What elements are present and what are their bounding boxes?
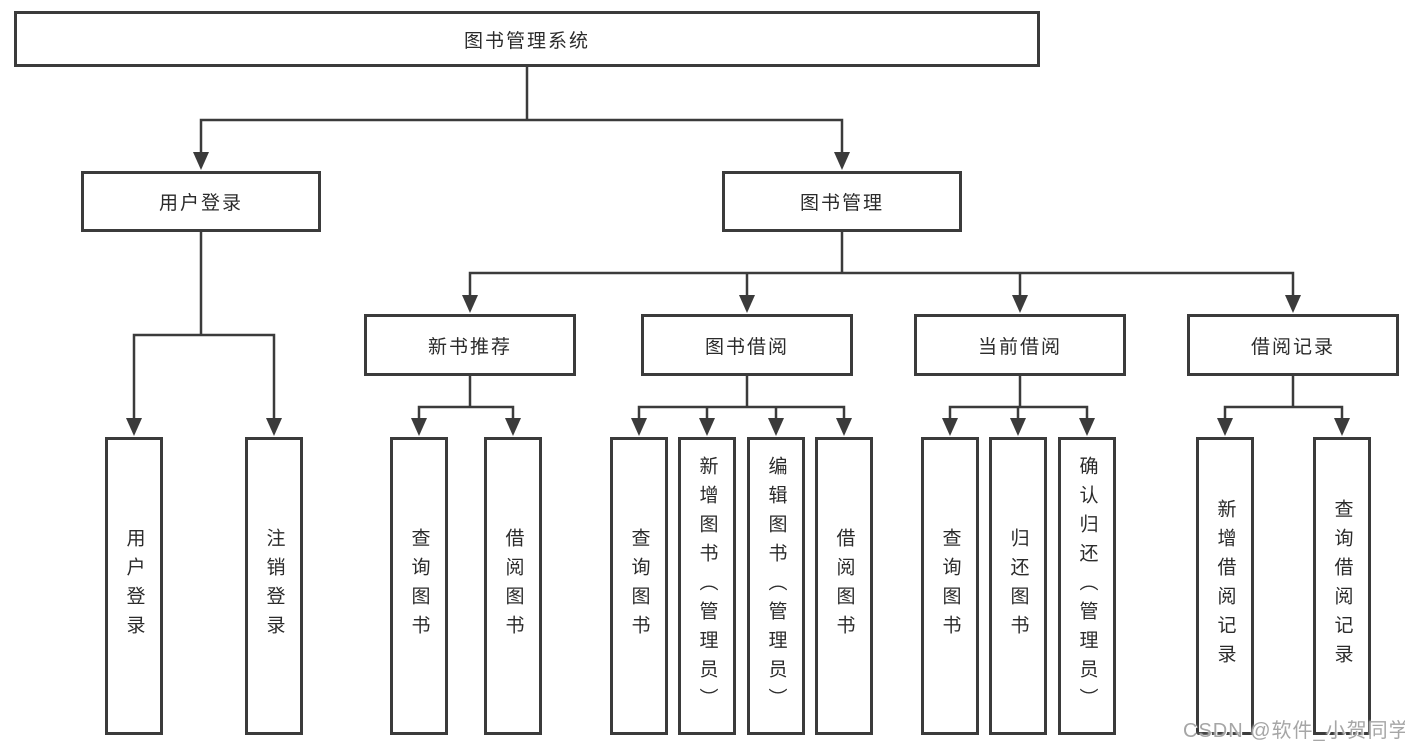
connector-root-to-branches — [199, 65, 844, 158]
node-book-management-branch: 图书管理 — [722, 171, 962, 232]
node-root: 图书管理系统 — [14, 11, 1040, 67]
leaf-newbook-borrow-books: 借阅图书 — [484, 437, 542, 735]
node-borrow-records: 借阅记录 — [1187, 314, 1399, 376]
leaf-current-confirm-return-admin: 确认归还（管理员） — [1058, 437, 1116, 735]
leaf-borrow-add-books-admin: 新增图书（管理员） — [678, 437, 736, 735]
node-current-borrow: 当前借阅 — [914, 314, 1126, 376]
leaf-borrow-edit-books-admin: 编辑图书（管理员） — [747, 437, 805, 735]
leaf-records-query-record: 查询借阅记录 — [1313, 437, 1371, 735]
node-user-login-branch: 用户登录 — [81, 171, 321, 232]
leaf-current-return-books: 归还图书 — [989, 437, 1047, 735]
leaf-current-query-books: 查询图书 — [921, 437, 979, 735]
csdn-watermark: CSDN @软件_小贺同学 — [1183, 720, 1405, 742]
leaf-logout: 注销登录 — [245, 437, 303, 735]
connector-borrow-records-to-leaves — [1223, 374, 1344, 424]
connector-book-borrow-to-leaves — [637, 374, 846, 424]
leaf-user-login: 用户登录 — [105, 437, 163, 735]
leaf-borrow-borrow-books: 借阅图书 — [815, 437, 873, 735]
node-new-book-recommend: 新书推荐 — [364, 314, 576, 376]
leaf-borrow-query-books: 查询图书 — [610, 437, 668, 735]
connector-book-mgmt-to-sections — [468, 230, 1295, 301]
leaf-newbook-query-books: 查询图书 — [390, 437, 448, 735]
connector-current-borrow-to-leaves — [948, 374, 1089, 424]
leaf-records-add-record: 新增借阅记录 — [1196, 437, 1254, 735]
node-book-borrow: 图书借阅 — [641, 314, 853, 376]
connector-user-login-to-leaves — [132, 230, 276, 424]
connector-new-book-to-leaves — [417, 374, 515, 424]
